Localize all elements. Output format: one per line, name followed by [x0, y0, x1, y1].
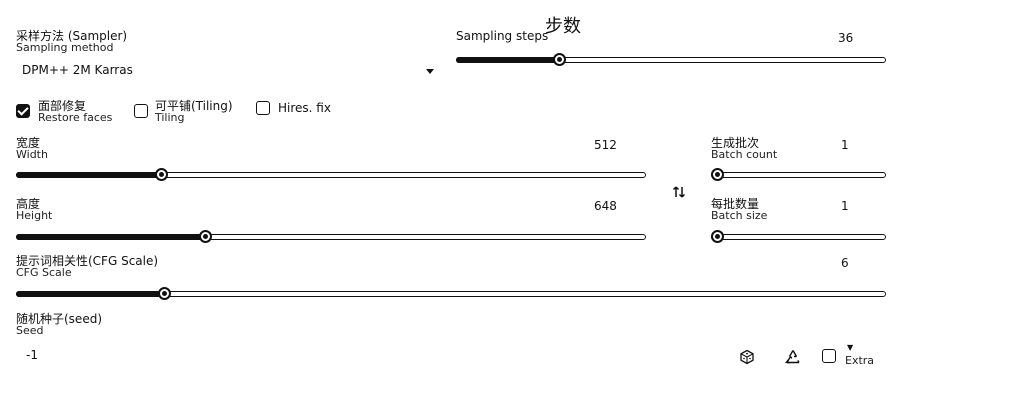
slider-thumb[interactable]	[711, 168, 724, 181]
tiling-label-en: Tiling	[155, 111, 185, 124]
steps-label: Sampling steps	[456, 29, 549, 43]
seed-input[interactable]: -1	[26, 348, 38, 362]
hires-fix-checkbox[interactable]	[256, 101, 270, 115]
width-label-en: Width	[16, 148, 48, 161]
chevron-down-icon	[426, 69, 434, 74]
sampler-label-zh: 采样方法 (Sampler)	[16, 29, 128, 43]
sampler-value: DPM++ 2M Karras	[22, 63, 133, 77]
width-value[interactable]: 512	[594, 138, 617, 152]
height-value[interactable]: 648	[594, 199, 617, 213]
extra-toggle-icon: ▼	[847, 343, 854, 352]
cfg-label-zh: 提示词相关性(CFG Scale)	[16, 254, 159, 268]
slider-track	[711, 234, 886, 240]
batch-count-value[interactable]: 1	[841, 138, 849, 152]
height-label-en: Height	[16, 209, 53, 222]
dice-icon[interactable]	[738, 348, 756, 366]
slider-track	[711, 172, 886, 178]
batch-size-slider[interactable]	[711, 230, 886, 244]
slider-thumb[interactable]	[199, 230, 212, 243]
sampler-label-en: Sampling method	[16, 41, 114, 54]
batch-size-label-en: Batch size	[711, 209, 768, 222]
hires-fix-label: Hires. fix	[278, 101, 331, 115]
tiling-label-zh: 可平铺(Tiling)	[155, 99, 233, 113]
batch-count-slider[interactable]	[711, 168, 886, 182]
slider-thumb[interactable]	[711, 230, 724, 243]
slider-fill	[16, 291, 164, 297]
batch-count-label-en: Batch count	[711, 148, 778, 161]
recycle-icon[interactable]	[784, 348, 802, 366]
slider-fill	[16, 172, 161, 178]
tiling-checkbox[interactable]	[134, 104, 148, 118]
batch-size-value[interactable]: 1	[841, 199, 849, 213]
batch-size-label-zh: 每批数量	[711, 197, 760, 211]
restore-faces-label-en: Restore faces	[38, 111, 113, 124]
swap-vertical-icon[interactable]	[670, 183, 688, 201]
height-slider[interactable]	[16, 230, 646, 244]
slider-thumb[interactable]	[154, 168, 168, 181]
restore-faces-checkbox[interactable]	[16, 104, 30, 118]
extra-checkbox[interactable]	[822, 349, 836, 363]
slider-thumb[interactable]	[553, 53, 567, 66]
seed-label-zh: 随机种子(seed)	[16, 312, 102, 326]
batch-count-label-zh: 生成批次	[711, 136, 760, 150]
restore-faces-label-zh: 面部修复	[38, 99, 87, 113]
cfg-label-en: CFG Scale	[16, 266, 72, 279]
sampler-dropdown[interactable]: DPM++ 2M Karras	[16, 60, 436, 80]
steps-annotation: 步数	[545, 16, 581, 37]
extra-label[interactable]: Extra	[845, 354, 875, 367]
slider-thumb[interactable]	[157, 287, 171, 300]
slider-fill	[456, 57, 560, 63]
steps-value[interactable]: 36	[838, 31, 854, 45]
cfg-slider[interactable]	[16, 287, 886, 301]
width-slider[interactable]	[16, 168, 646, 182]
slider-fill	[16, 234, 205, 240]
steps-slider[interactable]	[456, 53, 886, 67]
cfg-value[interactable]: 6	[841, 256, 849, 270]
seed-label-en: Seed	[16, 324, 44, 337]
height-label-zh: 高度	[16, 197, 41, 211]
width-label-zh: 宽度	[16, 136, 41, 150]
